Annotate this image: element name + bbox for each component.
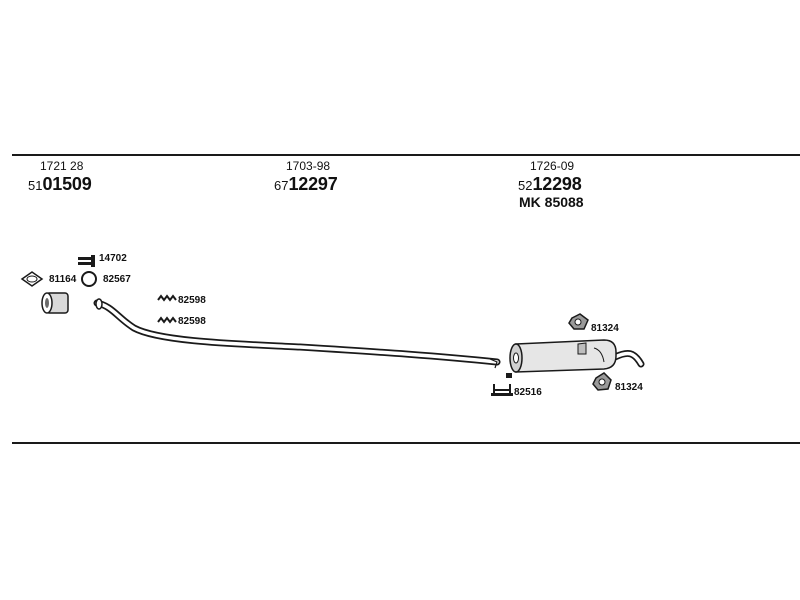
clamp-sleeve-part-icon xyxy=(41,292,69,314)
part-code-2: 6712297 xyxy=(274,175,338,195)
ref-number-1: 1721 28 xyxy=(40,159,84,173)
part-code-3-prefix: 52 xyxy=(518,178,533,193)
part-label-81324-2: 81324 xyxy=(615,382,643,393)
top-divider xyxy=(12,154,800,156)
bottom-divider xyxy=(12,442,800,444)
intermediate-pipe-drawing xyxy=(93,298,501,369)
spring-clip-part-icon-1 xyxy=(157,294,177,302)
part-label-81324-1: 81324 xyxy=(591,323,619,334)
part-label-81164: 81164 xyxy=(49,274,77,285)
kit-code: MK 85088 xyxy=(519,194,584,210)
part-code-1: 5101509 xyxy=(28,175,92,195)
ref-number-3: 1726-09 xyxy=(530,159,575,173)
part-label-82598-1: 82598 xyxy=(178,295,206,306)
ref-number-2: 1703-98 xyxy=(286,159,331,173)
rubber-mount-part-icon-1 xyxy=(568,313,589,330)
part-code-2-main: 12297 xyxy=(288,174,338,194)
part-label-82516: 82516 xyxy=(514,387,542,398)
part-code-1-main: 01509 xyxy=(42,174,92,194)
part-code-2-prefix: 67 xyxy=(274,178,289,193)
part-code-3-main: 12298 xyxy=(532,174,582,194)
part-code-1-prefix: 51 xyxy=(28,178,43,193)
rubber-mount-part-icon-2 xyxy=(592,372,612,391)
ring-part-icon xyxy=(81,271,97,287)
part-label-82598-2: 82598 xyxy=(178,316,206,327)
rear-muffler-drawing xyxy=(506,339,645,378)
gasket-part-icon xyxy=(20,271,44,287)
spring-clip-part-icon-2 xyxy=(157,316,177,324)
u-clamp-part-icon xyxy=(491,384,513,396)
part-label-82567: 82567 xyxy=(103,274,131,285)
part-label-14702: 14702 xyxy=(99,253,127,264)
part-code-3: 5212298 xyxy=(518,175,582,195)
bolt-part-icon xyxy=(78,255,95,267)
